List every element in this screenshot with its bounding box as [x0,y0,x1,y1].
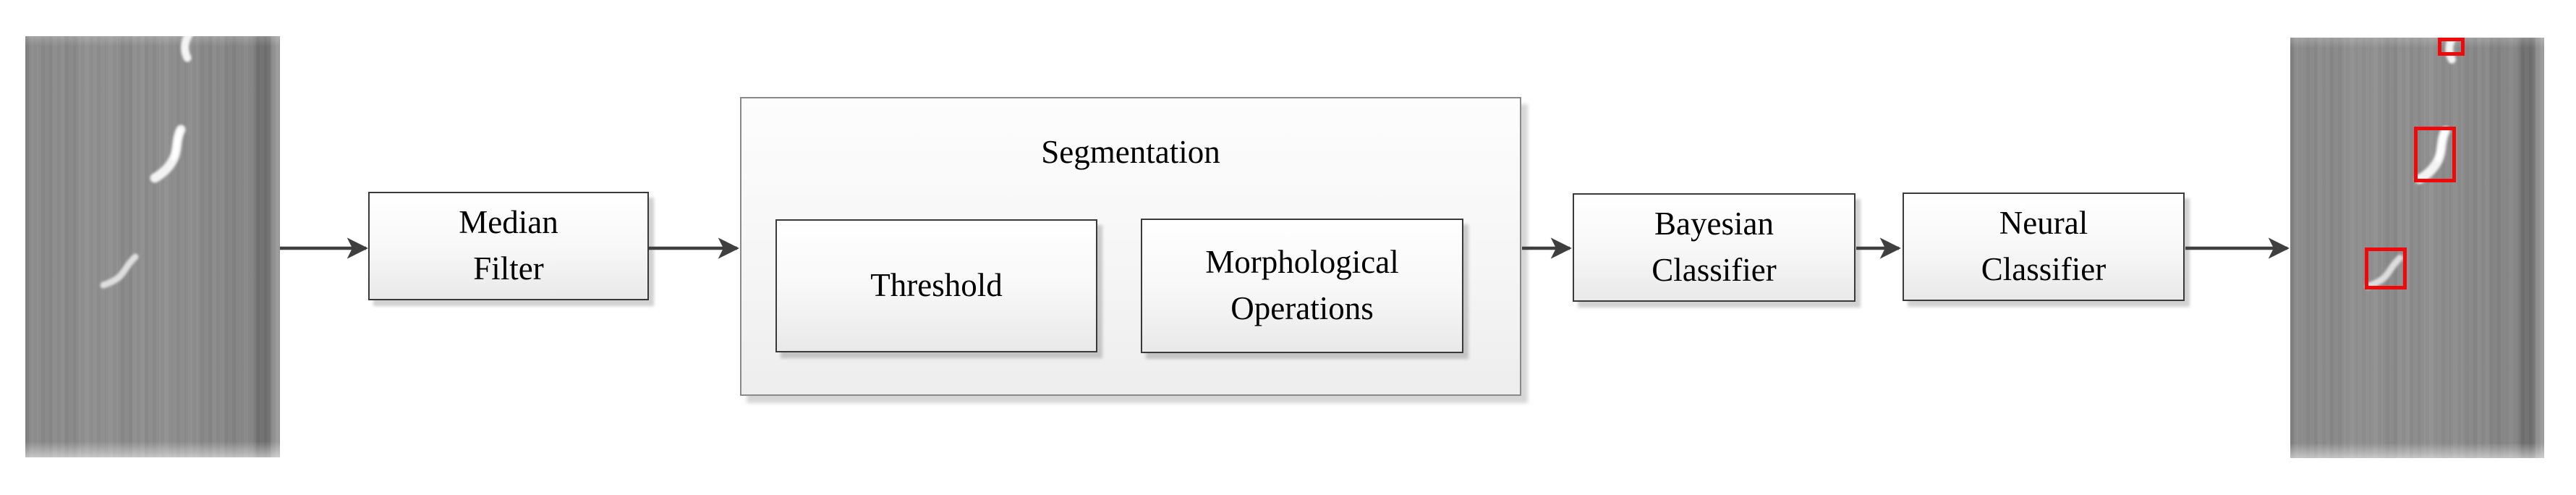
input-radiograph-image [25,36,280,457]
detection-box [2438,38,2465,56]
defect-streaks [2365,38,2457,289]
median-filter-box: Median Filter [368,192,649,300]
defect-streak-bottom [2365,254,2404,289]
median-filter-label-line2: Filter [473,250,544,287]
morphological-label-line1: Morphological [1205,244,1399,281]
output-radiograph-image [2290,38,2544,458]
bayesian-classifier-box: Bayesian Classifier [1573,193,1856,302]
bayesian-label-line1: Bayesian [1654,206,1774,242]
detection-box [2414,127,2456,182]
morphological-operations-box: Morphological Operations [1141,219,1463,353]
segmentation-title: Segmentation [1041,134,1220,170]
detection-box [2365,248,2407,289]
defect-streaks [100,36,193,289]
threshold-label: Threshold [870,267,1003,304]
threshold-box: Threshold [775,219,1097,352]
bayesian-label-line2: Classifier [1652,252,1777,288]
defect-streak-bottom [100,253,139,289]
median-filter-label-line1: Median [459,204,558,241]
neural-label-line2: Classifier [1981,251,2107,287]
defect-streak-top [2445,38,2457,64]
neural-classifier-box: Neural Classifier [1903,192,2185,301]
neural-label-line1: Neural [1999,205,2088,242]
defect-streak-middle-highlight [2435,130,2447,162]
defect-streak-top [181,36,193,62]
morphological-label-line2: Operations [1230,290,1374,326]
defect-streak-middle-highlight [171,128,183,161]
